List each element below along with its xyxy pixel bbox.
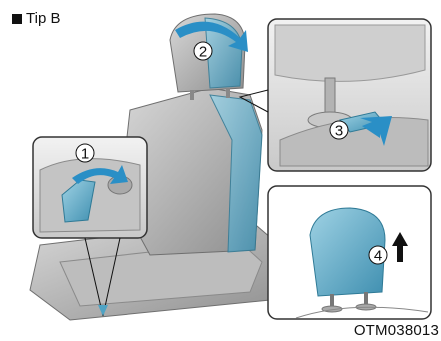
step-4-number: 4: [374, 248, 382, 265]
step-1-number: 1: [81, 146, 89, 163]
step-2-number: 2: [199, 44, 207, 61]
figure-code: OTM038013: [354, 322, 439, 339]
release-button-detail-panel: 3: [268, 19, 431, 171]
headrest-removal-panel: 4: [268, 186, 431, 319]
step-3-number: 3: [335, 123, 343, 140]
lever-detail-panel: 1: [33, 137, 147, 238]
